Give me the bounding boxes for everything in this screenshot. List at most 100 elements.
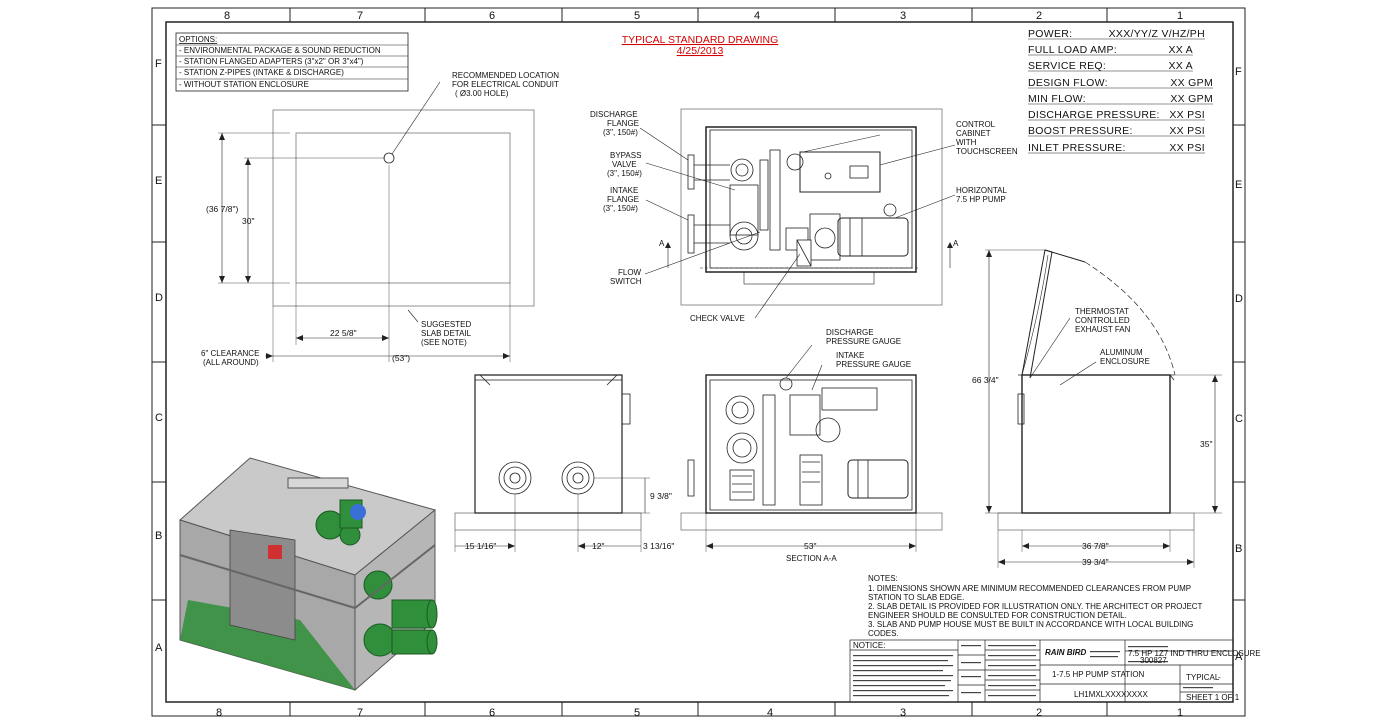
zone-left-D: D: [155, 292, 163, 304]
option-item: - ENVIRONMENTAL PACKAGE & SOUND REDUCTIO…: [179, 46, 381, 55]
intake-flange-label: (3", 150#): [603, 204, 638, 213]
fan-label: CONTROLLED: [1075, 316, 1130, 325]
fan-label: EXHAUST FAN: [1075, 325, 1131, 334]
spec-value-inlet: XX PSI: [1169, 142, 1205, 154]
zone-top-2: 2: [1036, 10, 1042, 22]
dim-36-7-8: (36 7/8"): [206, 204, 238, 214]
check-valve-label: CHECK VALVE: [690, 314, 745, 323]
discharge-gauge-label: DISCHARGE: [826, 328, 874, 337]
zone-right-B: B: [1235, 543, 1242, 555]
spec-label-min-flow: MIN FLOW:: [1028, 93, 1086, 105]
option-item: - STATION Z-PIPES (INTAKE & DISCHARGE): [179, 68, 344, 77]
zone-top-1: 1: [1177, 10, 1183, 22]
dim-36-7-8-side: 36 7/8": [1082, 541, 1109, 551]
spec-block: POWER: XXX/YY/Z V/HZ/PH FULL LOAD AMP: X…: [1028, 28, 1213, 154]
zone-ticks: [152, 8, 1245, 716]
slab-detail-label: (SEE NOTE): [421, 338, 467, 347]
dim-30: 30": [242, 216, 254, 226]
drawing-number: 300827: [1140, 656, 1167, 665]
spec-label-inlet: INLET PRESSURE:: [1028, 142, 1126, 154]
spec-value-discharge: XX PSI: [1169, 109, 1205, 121]
spec-value-service: XX A: [1168, 60, 1193, 72]
pump-label: HORIZONTAL: [956, 186, 1008, 195]
dim-53-section: 53": [804, 541, 816, 551]
drawing-date: 4/25/2013: [677, 45, 724, 57]
zone-bottom-4: 4: [767, 707, 773, 719]
dim-35: 35": [1200, 439, 1212, 449]
discharge-gauge-label: PRESSURE GAUGE: [826, 337, 901, 346]
zone-right-A: A: [1235, 651, 1243, 663]
dim-22-5-8: 22 5/8": [330, 328, 357, 338]
option-item: - WITHOUT STATION ENCLOSURE: [179, 80, 309, 89]
zone-bottom-5: 5: [634, 707, 640, 719]
discharge-flange-label: DISCHARGE: [590, 110, 638, 119]
top-view-drawing: [639, 108, 956, 319]
dim-39-3-4: 39 3/4": [1082, 557, 1109, 567]
zone-right-F: F: [1235, 66, 1242, 78]
spec-label-power: POWER:: [1028, 28, 1072, 40]
dim-15-1-16: 15 1/16": [465, 541, 496, 551]
spec-value-min-flow: XX GPM: [1170, 93, 1213, 105]
zone-bottom-8: 8: [216, 707, 222, 719]
revision: -: [1218, 673, 1221, 682]
zone-bottom-7: 7: [357, 707, 363, 719]
zone-left-C: C: [155, 412, 163, 424]
clearance-label: 6" CLEARANCE: [201, 349, 259, 358]
section-a-a-label: SECTION A-A: [786, 554, 837, 563]
zone-top-4: 4: [754, 10, 760, 22]
control-cabinet-label: WITH: [956, 138, 977, 147]
zone-bottom-6: 6: [489, 707, 495, 719]
zone-bottom-1: 1: [1177, 707, 1183, 719]
slab-detail-label: SLAB DETAIL: [421, 329, 472, 338]
intake-gauge-label: INTAKE: [836, 351, 864, 360]
title-block-fine-print: [853, 645, 1213, 697]
enclosure-title: 7.5 HP 1Z7 IND THRU ENCLOSURE: [1128, 649, 1261, 658]
note-line: CODES.: [868, 629, 899, 638]
zone-top-3: 3: [900, 10, 906, 22]
zone-left-A: A: [155, 642, 163, 654]
bypass-valve-label: VALVE: [612, 160, 637, 169]
spec-label-fla: FULL LOAD AMP:: [1028, 44, 1117, 56]
flow-switch-label: SWITCH: [610, 277, 642, 286]
dim-12: 12": [592, 541, 604, 551]
fan-label: THERMOSTAT: [1075, 307, 1129, 316]
company-logo: RAIN BIRD: [1045, 648, 1087, 657]
enclosure-label: ALUMINUM: [1100, 348, 1143, 357]
clearance-label: (ALL AROUND): [203, 358, 259, 367]
section-mark-left: A: [659, 239, 665, 248]
drawing-title: TYPICAL STANDARD DRAWING: [622, 34, 779, 46]
conduit-label: ( Ø3.00 HOLE): [455, 89, 509, 98]
note-line: STATION TO SLAB EDGE.: [868, 593, 964, 602]
option-item: - STATION FLANGED ADAPTERS (3"x2" OR 3"x…: [179, 57, 364, 66]
spec-value-boost: XX PSI: [1169, 125, 1205, 137]
dim-53: (53"): [392, 353, 410, 363]
discharge-flange-label: (3", 150#): [603, 128, 638, 137]
slab-plan-view: [218, 81, 535, 362]
zone-bottom-3: 3: [900, 707, 906, 719]
notes-block: NOTES: 1. DIMENSIONS SHOWN ARE MINIMUM R…: [868, 574, 1203, 638]
zone-right-E: E: [1235, 179, 1242, 191]
conduit-label: FOR ELECTRICAL CONDUIT: [452, 80, 559, 89]
intake-flange-label: FLANGE: [607, 195, 639, 204]
note-line: 3. SLAB AND PUMP HOUSE MUST BE BUILT IN …: [868, 620, 1193, 629]
intake-flange-label: INTAKE: [610, 186, 638, 195]
zone-top-8: 8: [224, 10, 230, 22]
isometric-render: [179, 457, 438, 692]
control-cabinet-label: CONTROL: [956, 120, 996, 129]
section-a-a: [680, 344, 943, 552]
spec-label-design-flow: DESIGN FLOW:: [1028, 77, 1108, 89]
note-line: 1. DIMENSIONS SHOWN ARE MINIMUM RECOMMEN…: [868, 584, 1191, 593]
zone-left-E: E: [155, 175, 162, 187]
options-heading: OPTIONS:: [179, 35, 217, 44]
spec-value-fla: XX A: [1168, 44, 1193, 56]
zone-top-7: 7: [357, 10, 363, 22]
bypass-valve-label: (3", 150#): [607, 169, 642, 178]
section-mark-right: A: [953, 239, 959, 248]
slab-detail-label: SUGGESTED: [421, 320, 471, 329]
bypass-valve-label: BYPASS: [610, 151, 641, 160]
zone-top-6: 6: [489, 10, 495, 22]
discharge-flange-label: FLANGE: [607, 119, 639, 128]
part-number: LH1MXLXXXXXXXX: [1074, 690, 1148, 699]
spec-label-service: SERVICE REQ:: [1028, 60, 1106, 72]
control-cabinet-label: TOUCHSCREEN: [956, 147, 1018, 156]
